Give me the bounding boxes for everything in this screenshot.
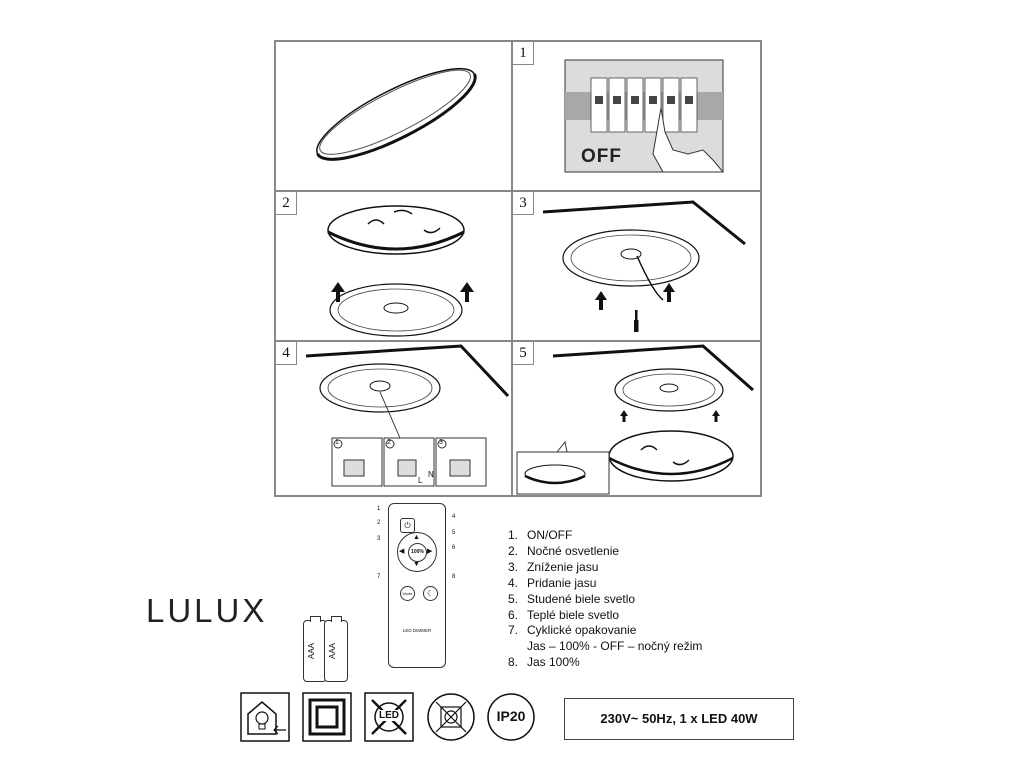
step-number: 3 — [513, 192, 534, 215]
led-label: LED — [378, 710, 400, 721]
dial-center: 100% — [408, 543, 427, 562]
night-mode-icon: ☾ — [423, 586, 438, 601]
dial-arrow-right-icon: ▶ — [427, 548, 433, 555]
ip-rating-label: IP20 — [496, 708, 526, 724]
remote-callout: 1 — [377, 506, 381, 512]
wire-label-n: N — [428, 470, 434, 479]
step-5-cell: 5 — [512, 341, 761, 496]
wire-label-l: L — [418, 476, 423, 485]
step-3-cell: 3 — [512, 191, 761, 341]
remote-callout: 4 — [452, 514, 456, 520]
substep-number: 2 — [387, 439, 391, 446]
step-number: 1 — [513, 42, 534, 65]
ceiling-lamp-illustration — [316, 67, 477, 161]
remote-control: ⏻ 100% ▲ ▼ ◀ ▶ Mode ☾ LED DIMMER — [388, 503, 446, 668]
step-number: 5 — [513, 342, 534, 365]
remote-callout: 5 — [452, 530, 456, 536]
step-2-cell: 2 — [275, 191, 512, 341]
indoor-use-icon — [240, 692, 290, 742]
electrical-spec: 230V~ 50Hz, 1 x LED 40W — [564, 698, 794, 740]
step-number: 2 — [276, 192, 297, 215]
legend-item: 7.Cyklické opakovanie — [508, 623, 637, 638]
off-label: OFF — [581, 146, 622, 167]
dial-arrow-down-icon: ▼ — [413, 561, 420, 568]
instruction-grid: 1 OFF 2 — [274, 40, 762, 497]
step-number: 4 — [276, 342, 297, 365]
remote-callout: 2 — [377, 520, 381, 526]
power-button: ⏻ — [400, 518, 415, 533]
dial-arrow-left-icon: ◀ — [399, 548, 405, 555]
function-legend: 1.ON/OFF 2.Nočné osvetlenie 3.Zníženie j… — [508, 528, 702, 671]
remote-callout: 6 — [452, 545, 456, 551]
class-ii-icon — [302, 692, 352, 742]
step-4-cell: 4 1 2 3 L N — [275, 341, 512, 496]
mount-base-illustration — [542, 200, 746, 332]
attach-cover-illustration — [516, 344, 754, 495]
led-non-replaceable-icon: LED — [364, 692, 414, 742]
substep-number: 1 — [335, 439, 339, 446]
remote-bottom-label: LED DIMMER — [402, 628, 432, 633]
remove-cover-illustration — [327, 205, 474, 337]
legend-item: 8.Jas 100% — [508, 655, 580, 670]
legend-item: 1.ON/OFF — [508, 528, 573, 542]
mode-button: Mode — [400, 586, 415, 601]
battery-label: AAA — [328, 643, 337, 660]
battery: AAA — [324, 616, 348, 682]
legend-item: 5.Studené biele svetlo — [508, 591, 636, 606]
fuse-box-off-illustration — [564, 59, 725, 173]
remote-callout: 8 — [452, 574, 456, 580]
legend-item: 3.Zníženie jasu — [508, 559, 599, 574]
remote-callout: 3 — [377, 536, 381, 542]
legend-item: 6.Teplé biele svetlo — [508, 607, 620, 622]
legend-item: Jas – 100% - OFF – nočný režim — [527, 639, 703, 654]
legend-item: 4.Pridanie jasu — [508, 575, 597, 590]
brand-logo: LULUX — [146, 592, 268, 629]
wiring-illustration — [305, 344, 510, 487]
no-dimming-icon — [426, 692, 476, 742]
dial-arrow-up-icon: ▲ — [413, 534, 420, 541]
ip-rating-badge: IP20 — [486, 692, 536, 742]
dimmer-dial: 100% ▲ ▼ ◀ ▶ — [397, 532, 437, 572]
product-cell — [275, 41, 512, 191]
battery-label: AAA — [307, 643, 316, 660]
substep-number: 3 — [439, 439, 443, 446]
remote-callout: 7 — [377, 574, 381, 580]
legend-item: 2.Nočné osvetlenie — [508, 543, 620, 558]
step-1-cell: 1 OFF — [512, 41, 761, 191]
